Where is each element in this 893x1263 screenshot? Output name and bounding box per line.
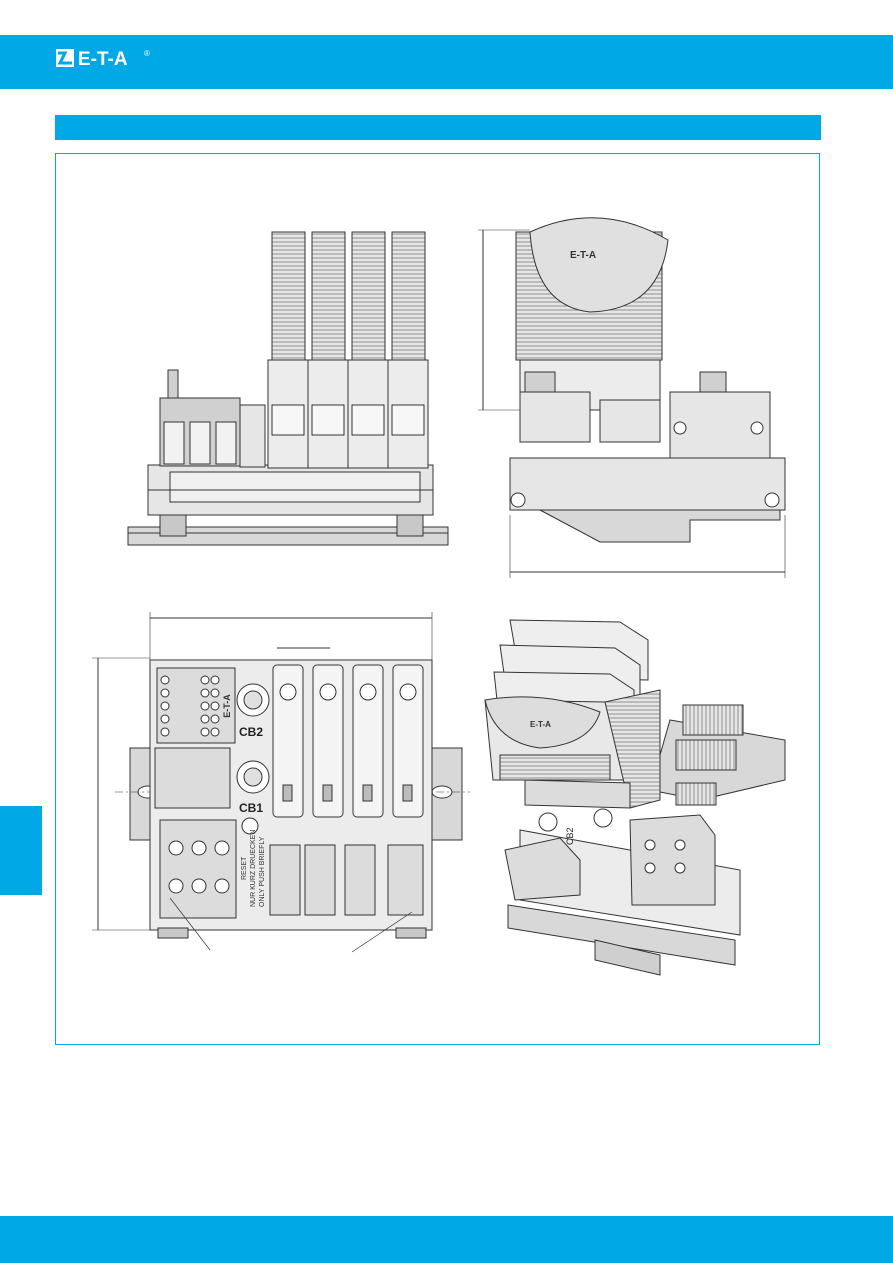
reset-text-1: RESET	[241, 856, 248, 880]
side-lid-logo: E-T-A	[570, 250, 596, 261]
reset-text-3: ONLY PUSH BRIEFLY	[259, 836, 266, 907]
iso-cb-label: CB2	[565, 827, 575, 845]
top-view-drawing: E-T-A CB2 CB1 RESET NUR KURZ DRUECKEN ON…	[92, 612, 470, 953]
reset-text-2: NUR KURZ DRUECKEN	[250, 830, 257, 907]
cb2-label: CB2	[239, 725, 263, 739]
side-tab-marker	[0, 806, 42, 895]
front-view-drawing	[127, 231, 449, 546]
side-view-drawing: E-T-A	[478, 217, 786, 578]
header-band: E-T-A ®	[0, 35, 893, 89]
registered-mark: ®	[144, 49, 150, 58]
brand-text: E-T-A	[78, 49, 128, 69]
eta-logo: E-T-A ®	[56, 47, 156, 70]
footer-band	[0, 1216, 893, 1263]
isometric-view-drawing: CB2 E-T-A	[484, 619, 786, 976]
figure-frame	[55, 153, 820, 1045]
cb1-label: CB1	[239, 801, 263, 815]
section-title-bar	[55, 115, 821, 140]
top-vertical-logo: E-T-A	[222, 694, 232, 718]
iso-lid-logo: E-T-A	[530, 720, 551, 729]
